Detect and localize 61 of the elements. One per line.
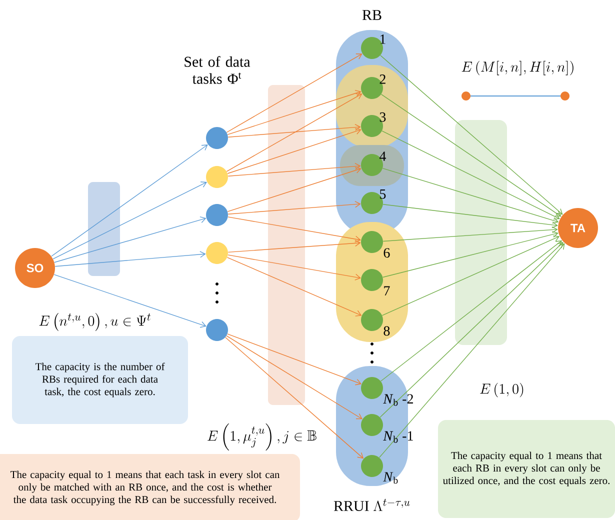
text-box: The capacity equal to 1 means that each RB in every slot can only be utilized once, and the cost equals zero. [438, 420, 615, 518]
arrow [54, 216, 206, 263]
formula-label: $E\left(1,\mu_j^{t,u}\right),j\in\mathbb{B}$ [208, 424, 316, 450]
rb-circle [361, 455, 383, 477]
number-label: 1 [380, 34, 386, 44]
arrow [54, 274, 206, 328]
text-box: The capacity equal to 1 means that each task in every slot can only be matched with an RB once, and the cost is whether the data task occupying the RB can be successfully received. [0, 454, 300, 520]
heading-label: RB [362, 10, 382, 20]
arrow [228, 162, 361, 176]
arrow [380, 94, 562, 217]
heading-label: Set of data tasks Φ$^{t}$ [184, 56, 250, 84]
task-circle [206, 127, 228, 149]
number-label: 5 [380, 190, 386, 199]
arrow [382, 204, 558, 228]
number-label: 8 [384, 326, 390, 336]
arrow [378, 243, 565, 458]
rb-circle [361, 414, 383, 436]
arrow [228, 124, 361, 138]
task-circle [206, 242, 228, 264]
arrow [226, 54, 362, 133]
formula-label: $E\left(1,0\right)$ [480, 382, 524, 398]
arrow [380, 55, 563, 215]
rb-circle [361, 231, 383, 253]
arrow [227, 166, 362, 212]
formula-label: $E\left(n^{t,u},0\right),u\in\Psi^{t}$ [39, 313, 151, 331]
arrow [226, 257, 362, 316]
number-label: N$_{b}$ [383, 472, 398, 484]
arrow [227, 90, 362, 135]
rb-circle [361, 269, 383, 291]
text-box: The capacity is the number of RBs required for each data task, the cost equals zero. [12, 336, 188, 424]
arrow [228, 254, 361, 280]
arrow [382, 226, 558, 242]
arrow [226, 336, 362, 420]
arrow [227, 334, 362, 386]
arrow [228, 240, 361, 253]
arrow [380, 240, 562, 382]
arrow [52, 182, 207, 260]
arrow [54, 251, 206, 267]
number-label: 2 [380, 74, 386, 84]
formula-label: $E\left(M[i,n],H[i,n]\right)$ [462, 60, 574, 76]
arrow [382, 231, 558, 278]
number-label: 3 [380, 112, 386, 122]
arrow [382, 235, 560, 316]
arrow [225, 337, 364, 459]
arrow [382, 168, 559, 224]
rb-circle [361, 377, 383, 399]
task-circle [206, 204, 228, 226]
arrow [382, 130, 560, 220]
task-circle [206, 166, 228, 188]
arrow [227, 128, 362, 174]
arrow [228, 200, 361, 214]
rb-circle [361, 309, 383, 331]
arrow [226, 93, 362, 172]
task-circle [206, 319, 228, 341]
arrow [380, 242, 564, 418]
number-label: 4 [379, 152, 386, 161]
arrow [228, 216, 361, 242]
number-label: 6 [384, 248, 390, 258]
formula-label: $\mathrm{RRUI}\ \Lambda^{t-\tau,u}$ [334, 498, 410, 512]
arrow [51, 144, 208, 257]
number-label: 7 [384, 286, 390, 296]
